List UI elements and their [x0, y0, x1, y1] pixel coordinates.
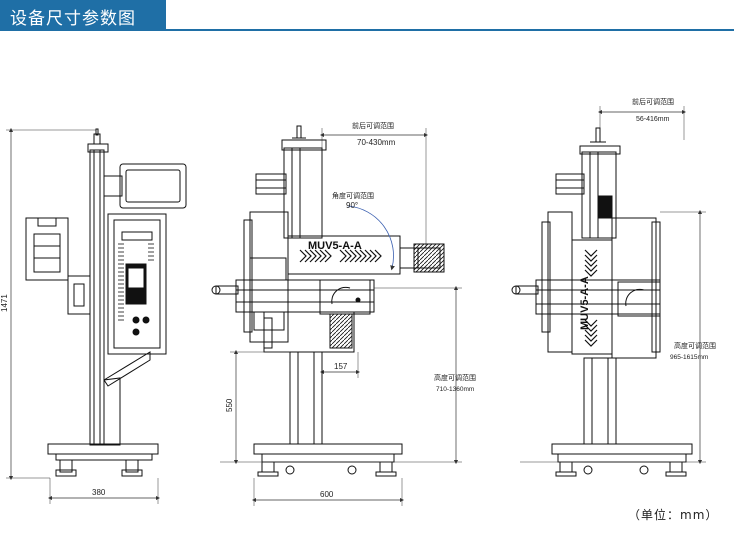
right-front-back-range: 56-416mm [636, 116, 670, 123]
unit-note: （单位：mm） [628, 508, 719, 522]
header-title-background [0, 0, 166, 30]
upper-column [283, 147, 323, 239]
header-bar: 设备尺寸参数图 [0, 0, 734, 31]
angle-arc [347, 205, 395, 271]
column-height-label: 550 [225, 398, 234, 412]
right-front-back-label: 前后可调范围 [632, 97, 674, 106]
angle-value: 90° [346, 201, 358, 210]
front-back-range: 70-430mm [357, 138, 396, 147]
control-box [107, 213, 167, 355]
monitor-screen [119, 163, 187, 209]
right-base [551, 443, 693, 455]
offset-label: 157 [334, 362, 348, 371]
model-label: MUV5-A-A [308, 240, 362, 252]
front-back-label: 前后可调范围 [352, 121, 394, 130]
right-lower-column [583, 357, 617, 445]
middle-view [211, 125, 462, 506]
right-model-label: MUV5-A-A [579, 276, 591, 330]
base-width-label: 600 [320, 490, 334, 499]
right-view [511, 106, 706, 477]
angle-label: 角度可调范围 [332, 191, 374, 200]
height-range-value: 710-1360mm [436, 386, 474, 393]
horizontal-beam [235, 279, 375, 313]
height-dimension-label: 1471 [0, 294, 9, 312]
right-height-range-label: 高度可调范围 [674, 341, 716, 350]
right-height-range-value: 965-1615mm [670, 354, 708, 361]
right-uv-head [571, 239, 613, 355]
page-title: 设备尺寸参数图 [10, 9, 136, 29]
width-dimension-label: 380 [92, 488, 106, 497]
left-view [6, 127, 187, 504]
right-upper-column [581, 151, 617, 239]
left-column [89, 149, 105, 446]
height-range-label: 高度可调范围 [434, 373, 476, 382]
lamp-head [25, 217, 69, 281]
header-underline [0, 29, 734, 31]
lower-column [289, 351, 323, 445]
middle-base [253, 443, 403, 455]
